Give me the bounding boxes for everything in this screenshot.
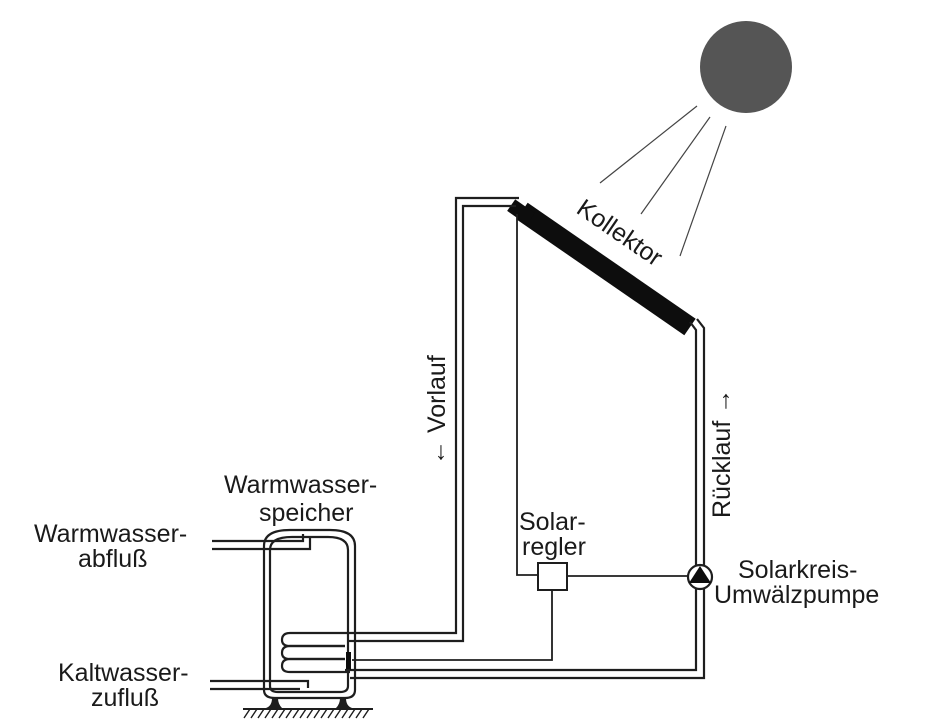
hot-water-outlet-pipe <box>212 534 312 551</box>
storage-label-line2: speicher <box>259 499 354 527</box>
sun-ray <box>679 125 727 257</box>
hot-water-outlet-label-line2: abfluß <box>78 545 147 573</box>
ground-hatch-icon <box>243 708 373 719</box>
pump-label-line1: Solarkreis- <box>738 556 857 584</box>
hot-water-outlet-label-line1: Warmwasser- <box>34 520 187 548</box>
controller-tank-wire <box>352 590 553 661</box>
cold-water-inlet-label-line1: Kaltwasser- <box>58 659 189 687</box>
controller-label-line1: Solar- <box>519 508 586 536</box>
pump-label-line2: Umwälzpumpe <box>714 581 879 609</box>
sun-rays <box>599 105 727 257</box>
cold-water-inlet-pipe <box>210 679 310 691</box>
storage-label-line1: Warmwasser- <box>224 471 377 499</box>
flow-pipe <box>358 196 519 643</box>
sun-ray <box>640 116 711 215</box>
controller-label-line2: regler <box>522 533 586 561</box>
return-pipe <box>350 318 706 680</box>
sun-ray <box>599 105 698 184</box>
controller <box>352 562 688 661</box>
pump-icon <box>686 563 714 591</box>
return-label: Rücklauf → <box>708 389 736 518</box>
storage-tank <box>262 528 357 708</box>
flow-label: ← Vorlauf <box>423 355 451 465</box>
cold-water-inlet-label-line2: zufluß <box>91 684 159 712</box>
sensor-wire-collector <box>516 214 538 576</box>
coil-icon <box>280 631 358 674</box>
sun-icon <box>700 21 792 113</box>
solar-collector-icon <box>516 202 696 336</box>
controller-box-icon <box>537 562 568 591</box>
